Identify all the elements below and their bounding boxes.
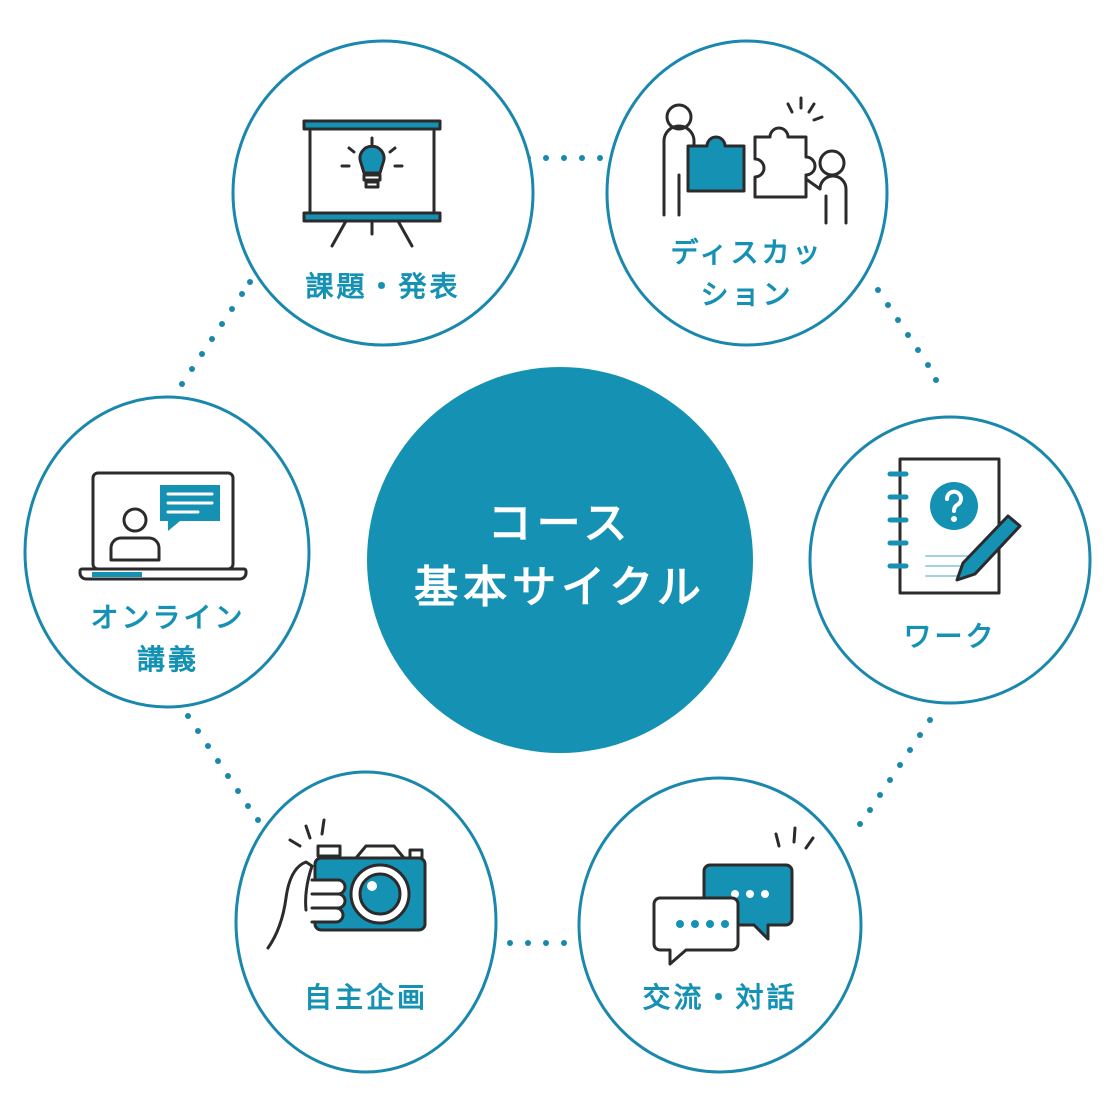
speech-bubbles-icon bbox=[652, 826, 815, 966]
center-title-line1: コース bbox=[487, 498, 633, 549]
node-label-discussion: ディスカッ ション bbox=[647, 232, 847, 316]
node-label-online-line2: 講義 bbox=[136, 643, 199, 676]
connector-jishu-online bbox=[185, 713, 261, 823]
notebook-pen-icon bbox=[887, 457, 1022, 595]
connector-work-koryu bbox=[857, 717, 933, 827]
node-label-online: オンライン 講義 bbox=[63, 597, 273, 681]
node-label-jishu: 自主企画 bbox=[303, 981, 428, 1014]
connector-online-kadai bbox=[179, 279, 253, 387]
center-title-line2: 基本サイクル bbox=[414, 562, 706, 613]
node-label-koryu: 交流・対話 bbox=[642, 981, 798, 1014]
connector-kadai-discussion bbox=[525, 155, 603, 161]
center-title: コース 基本サイクル bbox=[365, 492, 755, 620]
center-circle bbox=[367, 367, 753, 753]
laptop-video-icon bbox=[78, 471, 248, 581]
puzzle-pieces-icon bbox=[662, 96, 848, 225]
connector-discussion-work bbox=[875, 287, 939, 383]
node-label-kadai: 課題・発表 bbox=[305, 270, 461, 303]
node-label-discussion-line1: ディスカッ bbox=[670, 236, 824, 269]
presentation-screen-icon bbox=[302, 119, 442, 248]
dotted-connectors bbox=[179, 155, 939, 946]
node-label-discussion-line2: ション bbox=[700, 278, 794, 311]
camera-icon bbox=[266, 818, 427, 950]
node-label-online-line1: オンライン bbox=[90, 601, 246, 634]
ring-discussion bbox=[605, 39, 889, 347]
node-label-work: ワーク bbox=[903, 620, 997, 653]
